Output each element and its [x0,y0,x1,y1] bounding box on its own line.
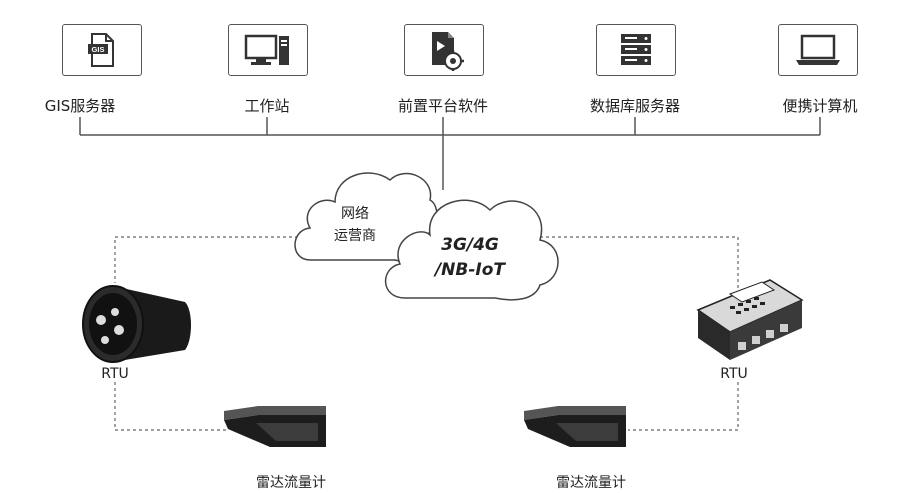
rtu-right-device [696,279,804,360]
server-label-gis: GIS服务器 [44,97,116,115]
rtu-left-device [82,285,191,363]
laptop-icon [796,34,840,65]
software-icon-box [404,24,484,76]
gis-server-icon-box: GIS [62,24,142,76]
workstation-icon [244,34,289,65]
database-server-icon [621,34,651,65]
operator-cloud-label-2: 运营商 [334,228,376,244]
server-label-software: 前置平台软件 [397,97,488,115]
radar-left-device [224,406,326,447]
laptop-icon-box [778,24,858,76]
radar-right-label: 雷达流量计 [556,475,626,491]
database-icon-box [596,24,676,76]
network-cloud-label-1: 3G/4G [441,235,499,255]
server-label-laptop: 便携计算机 [782,97,858,115]
server-label-database: 数据库服务器 [589,97,680,115]
rtu-left-label: RTU [101,366,129,382]
workstation-icon-box [228,24,308,76]
radar-right-device [524,406,626,447]
network-cloud-shape [384,199,559,301]
network-cloud-label-2: /NB-IoT [434,260,506,280]
software-gear-icon [432,32,464,71]
gis-badge-text: GIS [92,45,105,54]
operator-cloud-label-1: 网络 [341,206,369,222]
gis-file-icon: GIS [88,33,114,67]
server-label-workstation: 工作站 [244,97,290,115]
radar-left-label: 雷达流量计 [256,475,326,491]
rtu-right-label: RTU [720,366,748,382]
